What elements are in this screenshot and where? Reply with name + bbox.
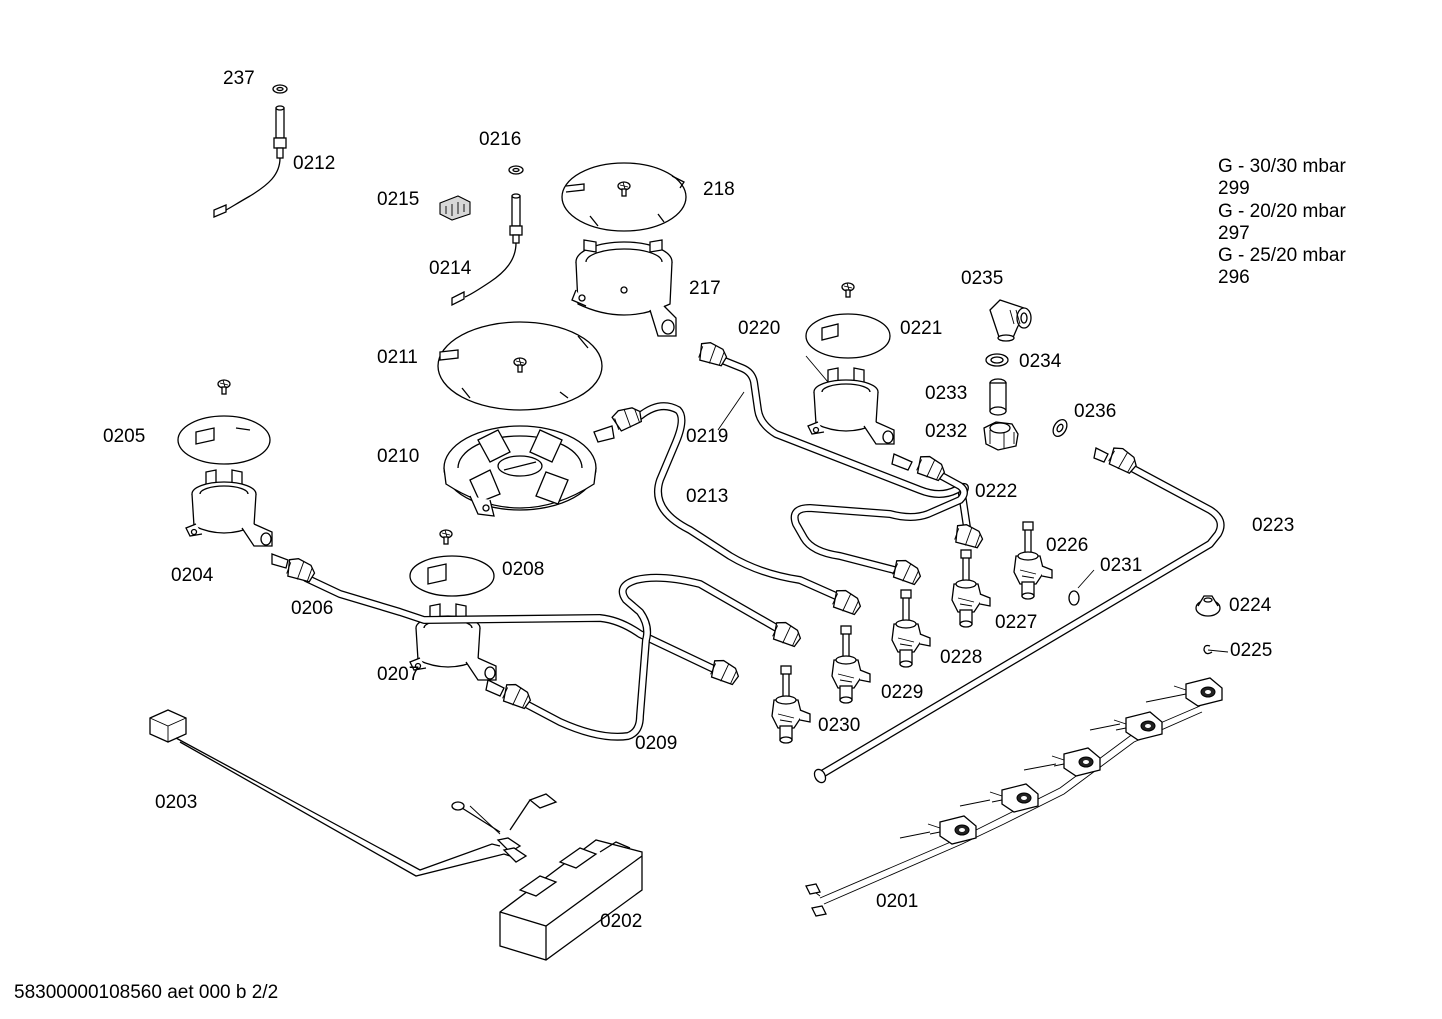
label-0220: 0220 (738, 318, 781, 339)
label-0201: 0201 (876, 891, 919, 912)
label-0211: 0211 (377, 347, 418, 368)
burner-cup-0220 (807, 367, 895, 445)
electrode-0214 (439, 165, 524, 307)
burner-cup-217 (571, 239, 677, 337)
label-0210: 0210 (377, 446, 420, 467)
label-0225: 0225 (1230, 640, 1273, 661)
pipe-fittings (271, 339, 1141, 712)
legend-line-3: G - 20/20 mbar (1218, 200, 1346, 222)
label-0228: 0228 (940, 647, 983, 668)
legend-line-4: 297 (1218, 222, 1250, 244)
label-218: 218 (703, 179, 735, 200)
gas-pipes (302, 352, 1225, 784)
label-0230: 0230 (818, 715, 861, 736)
thermocouple-0212 (213, 84, 288, 218)
elbow-connector-0235 (989, 299, 1032, 342)
label-0235: 0235 (961, 268, 1004, 289)
label-0232: 0232 (925, 421, 968, 442)
label-0209: 0209 (635, 733, 678, 754)
label-0213: 0213 (686, 486, 729, 507)
label-0212: 0212 (293, 153, 336, 174)
label-0208: 0208 (502, 559, 545, 580)
label-237: 237 (223, 68, 255, 89)
label-0233: 0233 (925, 383, 968, 404)
nipple-0233 (989, 378, 1007, 416)
legend-line-5: G - 25/20 mbar (1218, 245, 1346, 267)
switch-block-0202 (499, 839, 643, 961)
nut-0232 (983, 421, 1019, 451)
label-0236: 0236 (1074, 401, 1117, 422)
label-0221: 0221 (900, 318, 943, 339)
label-0214: 0214 (429, 258, 472, 279)
label-0223: 0223 (1252, 515, 1295, 536)
label-0227: 0227 (995, 612, 1038, 633)
label-0215: 0215 (377, 189, 420, 210)
label-217: 217 (689, 278, 721, 299)
label-0207: 0207 (377, 664, 420, 685)
leader-lines (469, 355, 1229, 835)
label-0226: 0226 (1046, 535, 1089, 556)
legend-line-2: 299 (1218, 178, 1250, 200)
cable-0203 (149, 709, 558, 877)
burner-plate-218 (561, 162, 687, 232)
burner-plate-0211 (437, 321, 603, 411)
label-0219: 0219 (686, 426, 729, 447)
washer-0234 (985, 353, 1009, 367)
washer-0236 (1052, 418, 1068, 438)
burner-base-0210 (443, 425, 597, 517)
ignition-harness-0201 (805, 677, 1223, 917)
label-0203: 0203 (155, 792, 198, 813)
gas-type-legend: G - 30/30 mbar 299 G - 20/20 mbar 297 G … (1218, 156, 1346, 290)
legend-line-1: G - 30/30 mbar (1218, 156, 1346, 177)
legend-line-6: 296 (1218, 267, 1250, 289)
label-0231: 0231 (1100, 555, 1143, 576)
burner-plate-0208 (409, 529, 495, 597)
burner-cup-0204 (185, 469, 273, 547)
label-0204: 0204 (171, 565, 214, 586)
label-0229: 0229 (881, 682, 924, 703)
label-0222: 0222 (975, 481, 1018, 502)
label-0234: 0234 (1019, 351, 1062, 372)
small-parts (1068, 590, 1221, 655)
label-0216: 0216 (479, 129, 522, 150)
label-0224: 0224 (1229, 595, 1272, 616)
document-reference: 58300000108560 aet 000 b 2/2 (14, 982, 279, 1003)
label-0202: 0202 (600, 911, 643, 932)
burner-plate-0205 (177, 379, 271, 465)
label-0206: 0206 (291, 598, 334, 619)
label-0205: 0205 (103, 426, 146, 447)
burner-plate-0221 (805, 282, 891, 359)
